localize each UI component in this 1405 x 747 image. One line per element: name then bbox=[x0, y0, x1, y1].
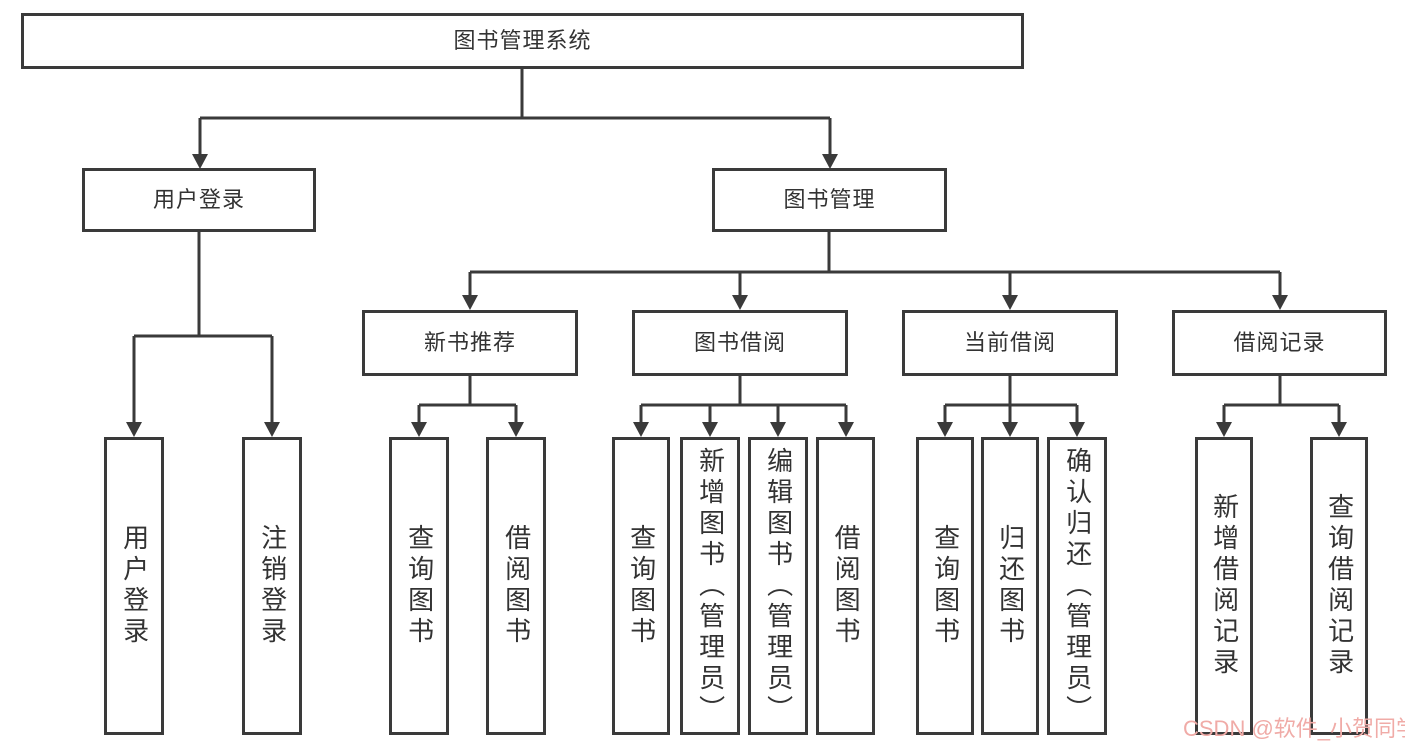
node-user-login-module: 用户登录 bbox=[82, 168, 316, 232]
node-book-borrowing: 图书借阅 bbox=[632, 310, 848, 376]
arrowhead bbox=[1002, 422, 1018, 437]
leaf-edit-books-admin: 编辑图书（管理员） bbox=[748, 437, 808, 735]
leaf-borrow-books-recommend: 借阅图书 bbox=[486, 437, 546, 735]
leaf-query-borrow-record: 查询借阅记录 bbox=[1310, 437, 1368, 735]
arrowhead bbox=[937, 422, 953, 437]
arrowhead bbox=[508, 422, 524, 437]
leaf-query-books-current: 查询图书 bbox=[916, 437, 974, 735]
leaf-query-books-borrowing: 查询图书 bbox=[612, 437, 670, 735]
arrowhead bbox=[192, 154, 208, 169]
csdn-watermark: CSDN @软件_小贺同学 bbox=[1183, 716, 1405, 741]
leaf-user-login: 用户登录 bbox=[104, 437, 164, 735]
arrowhead bbox=[126, 422, 142, 437]
leaf-return-books: 归还图书 bbox=[981, 437, 1039, 735]
leaf-confirm-return-admin: 确认归还（管理员） bbox=[1047, 437, 1107, 735]
leaf-borrow-books: 借阅图书 bbox=[816, 437, 875, 735]
arrowhead bbox=[1331, 422, 1347, 437]
node-current-borrowing: 当前借阅 bbox=[902, 310, 1118, 376]
leaf-add-books-admin: 新增图书（管理员） bbox=[680, 437, 740, 735]
node-root-library-system: 图书管理系统 bbox=[21, 13, 1024, 69]
arrowhead bbox=[822, 154, 838, 169]
arrowhead bbox=[1216, 422, 1232, 437]
arrowhead bbox=[770, 422, 786, 437]
arrowhead bbox=[838, 422, 854, 437]
node-borrowing-records: 借阅记录 bbox=[1172, 310, 1387, 376]
leaf-add-borrow-record: 新增借阅记录 bbox=[1195, 437, 1253, 735]
arrowhead bbox=[1272, 295, 1288, 310]
arrowhead bbox=[411, 422, 427, 437]
arrowhead bbox=[702, 422, 718, 437]
arrowhead bbox=[1069, 422, 1085, 437]
arrowhead bbox=[1002, 295, 1018, 310]
arrowhead bbox=[264, 422, 280, 437]
arrowhead bbox=[732, 295, 748, 310]
leaf-query-books-recommend: 查询图书 bbox=[389, 437, 449, 735]
leaf-logout: 注销登录 bbox=[242, 437, 302, 735]
node-new-book-recommendation: 新书推荐 bbox=[362, 310, 578, 376]
arrowhead bbox=[633, 422, 649, 437]
arrowhead bbox=[462, 295, 478, 310]
node-book-management-module: 图书管理 bbox=[712, 168, 947, 232]
